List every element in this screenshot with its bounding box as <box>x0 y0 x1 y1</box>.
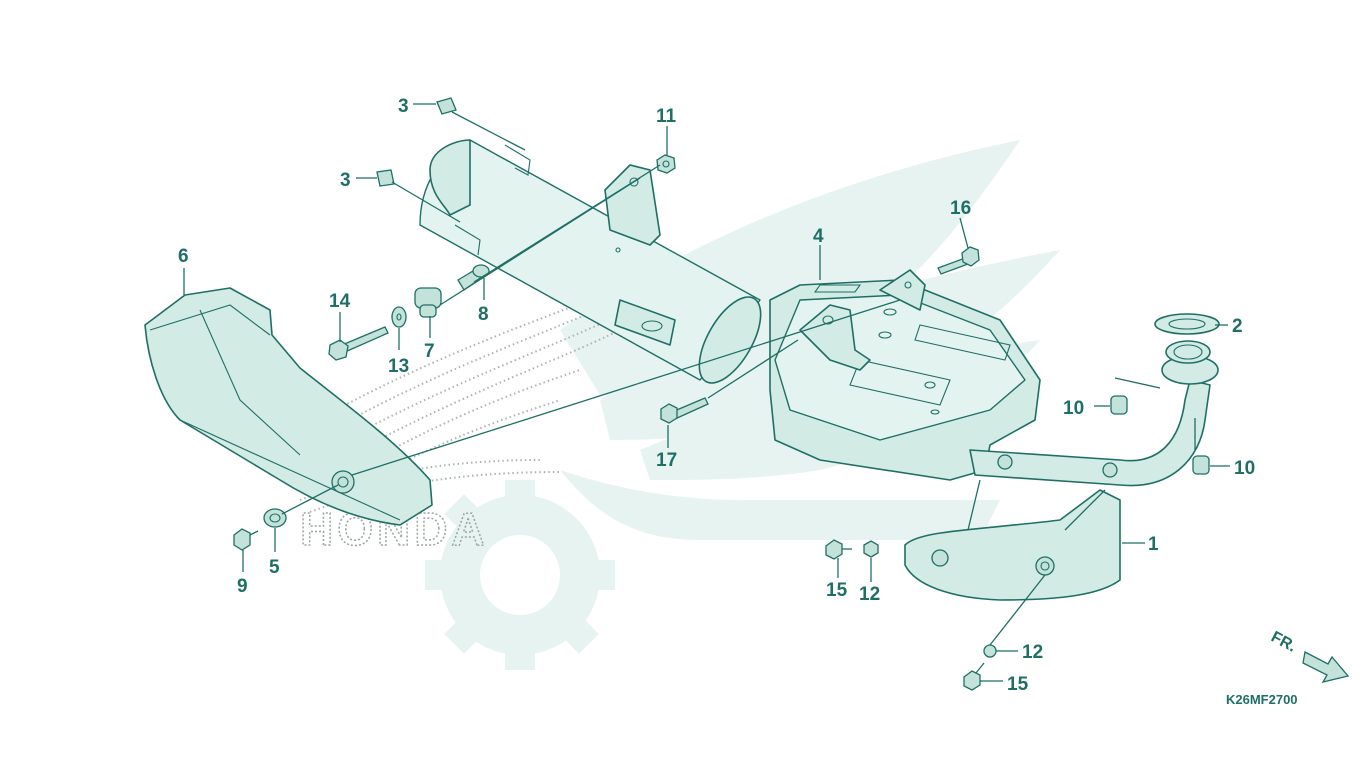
clip-3-upper <box>436 97 457 115</box>
callout-15-lower: 15 <box>1007 674 1029 695</box>
washer-13 <box>391 306 407 328</box>
gasket-hole <box>1168 318 1206 330</box>
callout-17: 17 <box>656 450 677 471</box>
callout-3-lower: 3 <box>340 170 351 191</box>
muffler-chamber <box>769 269 1041 481</box>
exhaust-pipe <box>969 340 1219 487</box>
callout-16: 16 <box>950 198 971 219</box>
bolt-15-upper <box>825 539 852 560</box>
gasket <box>1154 313 1220 335</box>
bolt-16 <box>937 246 980 275</box>
callout-15-upper: 15 <box>826 580 848 601</box>
exhaust-pipe-protector <box>904 489 1121 601</box>
callout-6: 6 <box>178 246 189 267</box>
callout-4: 4 <box>813 226 824 247</box>
clip-3-lower <box>376 169 395 187</box>
collar-5 <box>263 508 287 528</box>
bolt-9 <box>233 528 259 551</box>
callout-8: 8 <box>478 304 489 325</box>
drawing-code: K26MF2700 <box>1226 692 1298 707</box>
callout-7: 7 <box>424 341 435 362</box>
nut-11 <box>656 154 676 174</box>
callout-12-lower: 12 <box>1022 642 1043 663</box>
bolt-14 <box>328 326 389 361</box>
bolt-15-lower <box>963 662 985 691</box>
callout-2: 2 <box>1232 316 1243 337</box>
callout-12-upper: 12 <box>859 584 880 605</box>
clip-10-right <box>1192 455 1210 475</box>
callout-13: 13 <box>388 356 409 377</box>
muffler-body <box>419 139 762 384</box>
callout-14: 14 <box>329 291 351 312</box>
arrow-right-icon <box>1302 651 1350 683</box>
bolt-17 <box>660 397 709 424</box>
clip-10-left <box>1110 395 1128 415</box>
rubber-mount-7 <box>414 287 442 318</box>
callout-3-upper: 3 <box>398 96 409 117</box>
front-direction-arrow: FR. <box>1268 629 1350 683</box>
nut-12-lower <box>983 644 997 658</box>
nut-12-upper <box>863 540 879 558</box>
front-direction-label: FR. <box>1268 629 1299 656</box>
callout-11: 11 <box>656 106 677 127</box>
muffler-protector <box>144 287 433 526</box>
leader-lines <box>183 103 1230 682</box>
callout-10-right: 10 <box>1234 458 1255 479</box>
callout-9: 9 <box>237 576 248 597</box>
callout-5: 5 <box>269 557 280 578</box>
callout-1: 1 <box>1148 534 1159 555</box>
callout-10-left: 10 <box>1063 398 1084 419</box>
